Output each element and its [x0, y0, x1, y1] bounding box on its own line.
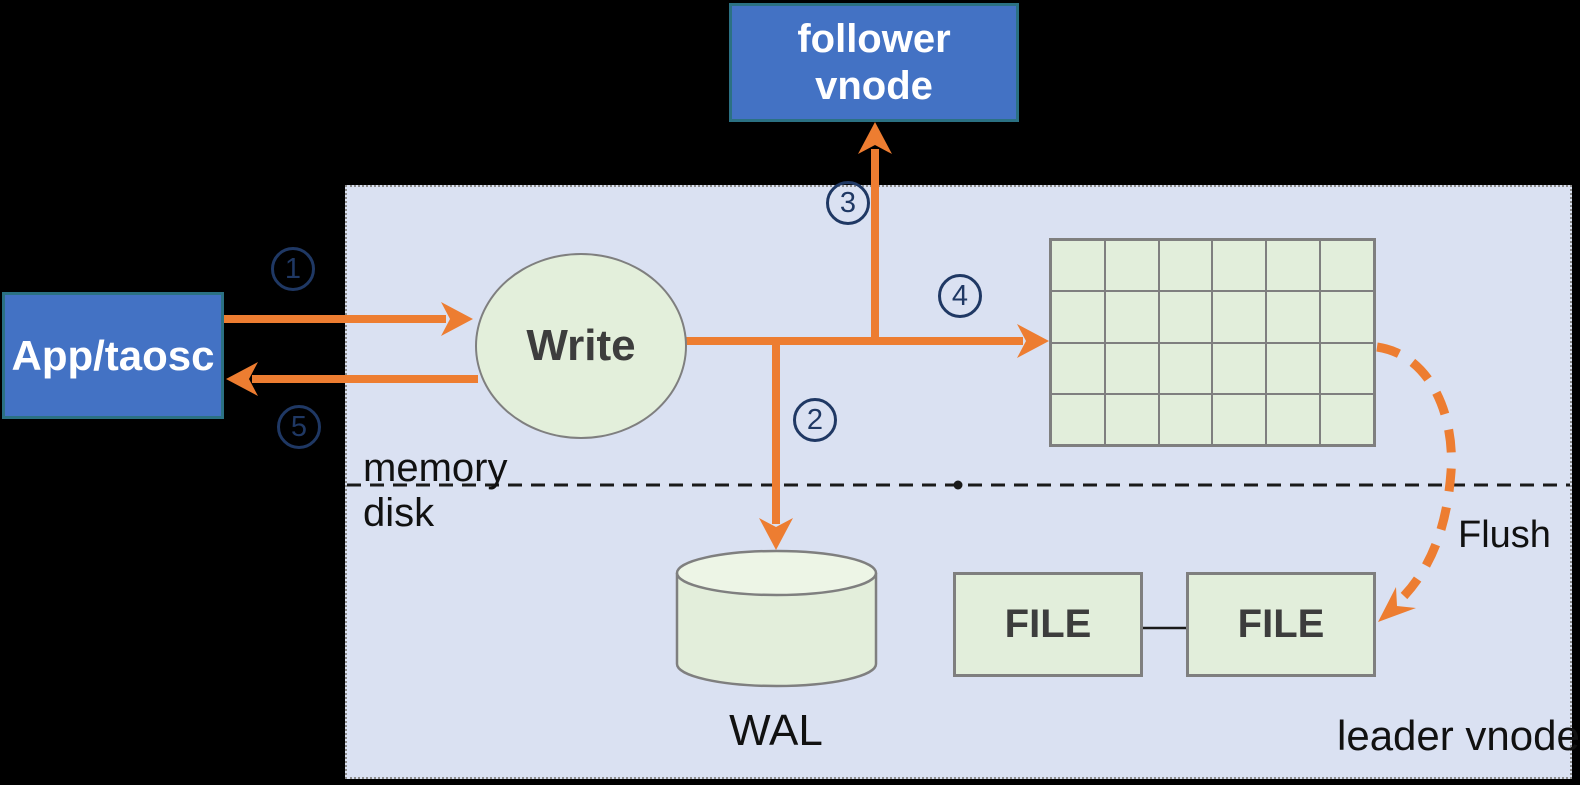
memtable-cell	[1105, 394, 1158, 444]
memtable-cell	[1321, 394, 1373, 444]
disk-label: disk	[363, 491, 435, 535]
memtable-cell	[1159, 241, 1212, 291]
memtable-cell	[1267, 394, 1320, 444]
memtable-cell	[1052, 292, 1104, 342]
step-4-badge: 4	[938, 274, 982, 318]
memtable-cell	[1321, 292, 1373, 342]
app-taosc-label: App/taosc	[11, 331, 215, 379]
follower-vnode-box: follower vnode	[729, 3, 1019, 122]
leader-vnode-label: leader vnode	[1337, 712, 1580, 759]
app-taosc-box: App/taosc	[2, 292, 224, 419]
memory-label: memory	[363, 446, 508, 490]
file-box-2-label: FILE	[1237, 602, 1325, 646]
write-node: Write	[475, 253, 687, 439]
step-5-badge: 5	[277, 405, 321, 449]
step-4-number: 4	[951, 279, 969, 312]
memtable-cell	[1321, 241, 1373, 291]
memtable-cell	[1213, 394, 1266, 444]
memtable-cell	[1213, 241, 1266, 291]
memtable-cell	[1159, 343, 1212, 393]
memtable-cell	[1159, 394, 1212, 444]
memtable-grid	[1049, 238, 1376, 447]
step-3-badge: 3	[826, 181, 870, 225]
step-2-number: 2	[806, 403, 824, 436]
follower-vnode-label-line2: vnode	[815, 63, 933, 108]
arrowhead-3-icon	[858, 122, 892, 154]
memtable-cell	[1105, 343, 1158, 393]
memtable-cell	[1105, 292, 1158, 342]
file-box-1-label: FILE	[1004, 602, 1092, 646]
memtable-cell	[1321, 343, 1373, 393]
step-1-number: 1	[284, 252, 302, 285]
memtable-cell	[1105, 241, 1158, 291]
file-box-2: FILE	[1186, 572, 1376, 677]
memtable-cell	[1267, 292, 1320, 342]
write-node-label: Write	[526, 321, 636, 370]
step-2-badge: 2	[793, 398, 837, 442]
arrowhead-5-icon	[226, 362, 258, 396]
memtable-cell	[1052, 343, 1104, 393]
memtable-cell	[1267, 241, 1320, 291]
memtable-cell	[1052, 241, 1104, 291]
memtable-cell	[1213, 292, 1266, 342]
follower-vnode-label-line1: follower	[797, 16, 951, 61]
step-1-badge: 1	[271, 247, 315, 291]
memtable-cell	[1213, 343, 1266, 393]
flush-label: Flush	[1458, 514, 1551, 556]
memtable-cell	[1052, 394, 1104, 444]
memtable-cell	[1267, 343, 1320, 393]
memtable-cell	[1159, 292, 1212, 342]
file-box-1: FILE	[953, 572, 1143, 677]
wal-label: WAL	[729, 706, 823, 755]
step-3-number: 3	[839, 186, 857, 219]
step-5-number: 5	[290, 410, 308, 443]
